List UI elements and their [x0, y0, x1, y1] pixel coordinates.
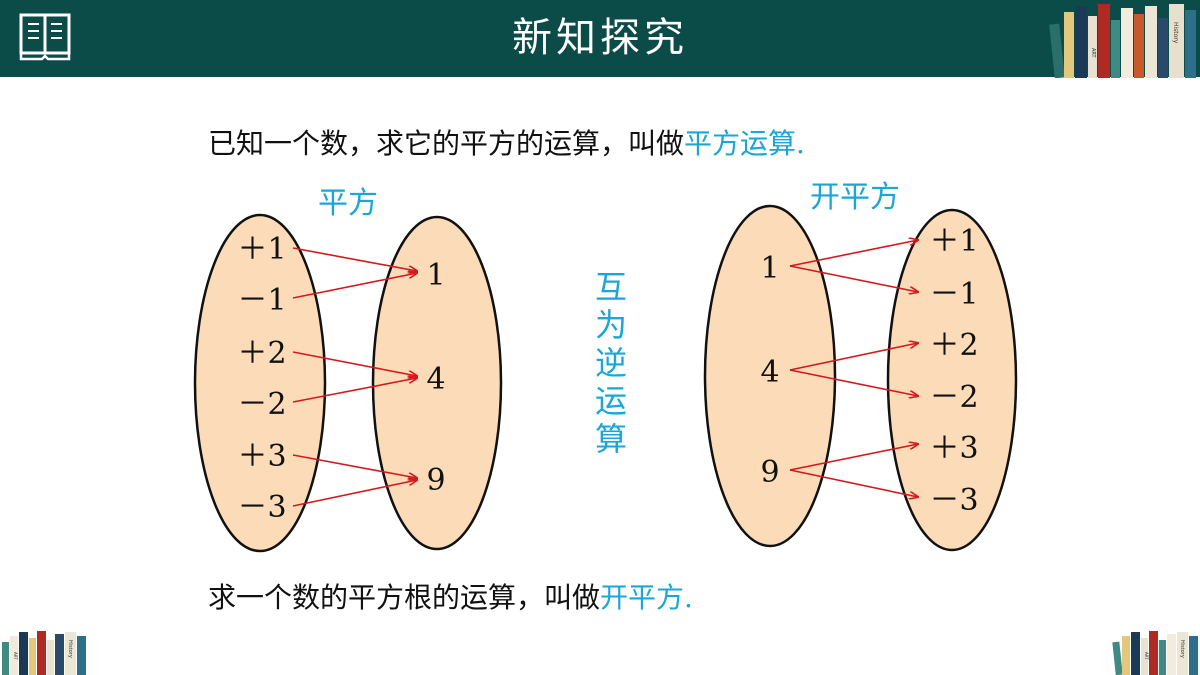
- arrow-1-to-plus1: [789, 240, 918, 267]
- arrow-minus2-to-4: [292, 378, 417, 403]
- term-square-operation: 平方运算.: [684, 127, 805, 160]
- right-domain-ellipse: [703, 204, 837, 548]
- right-domain-item: 9: [760, 455, 779, 490]
- arrow-minus1-to-1: [292, 273, 417, 299]
- arrow-9-to-minus3: [789, 469, 918, 497]
- spine-text-art: ART: [13, 652, 18, 660]
- bookshelf-decoration-bottom-right: ART History: [1112, 631, 1198, 675]
- arrow-plus2-to-4: [292, 351, 417, 376]
- inverse-operations-label: 互为逆运算: [590, 270, 628, 460]
- left-range-item: 9: [426, 463, 445, 498]
- right-range-item: ＋2: [929, 328, 978, 363]
- right-range-ellipse: [886, 208, 1018, 552]
- statement-text: 求一个数的平方根的运算，叫做: [208, 581, 601, 614]
- left-range-item: 1: [426, 258, 445, 293]
- left-domain-item: ＋2: [237, 336, 286, 371]
- left-domain-item: ＋3: [237, 439, 286, 474]
- right-range-item: ＋3: [929, 431, 978, 466]
- page-title: 新知探究: [512, 15, 688, 61]
- arrow-minus3-to-9: [292, 480, 417, 507]
- left-domain-ellipse: [193, 213, 327, 553]
- spine-text-art: ART: [1090, 48, 1096, 59]
- arrow-4-to-plus2: [789, 343, 918, 371]
- statement-square-definition: 已知一个数，求它的平方的运算，叫做平方运算.: [208, 122, 805, 162]
- label-square-root: 开平方: [810, 180, 900, 215]
- spine-text-history: History: [67, 640, 73, 658]
- arrow-plus1-to-1: [292, 247, 417, 271]
- right-range-item: －3: [929, 483, 978, 518]
- statement-text: 已知一个数，求它的平方的运算，叫做: [208, 127, 685, 160]
- left-range-item: 4: [426, 362, 445, 397]
- spine-text-history: History: [1172, 22, 1179, 44]
- left-domain-item: －2: [237, 387, 286, 422]
- right-range-item: －1: [929, 277, 978, 312]
- arrow-plus3-to-9: [292, 454, 417, 478]
- header-bar: [0, 0, 1200, 77]
- left-range-ellipse: [371, 215, 503, 551]
- bookshelf-decoration-bottom-left: ART History: [2, 631, 86, 675]
- open-book-icon: [19, 13, 71, 61]
- left-domain-item: －1: [237, 283, 286, 318]
- left-domain-item: －3: [237, 490, 286, 525]
- right-domain-item: 4: [760, 355, 779, 390]
- bookshelf-decoration-top: ART History: [1049, 4, 1196, 78]
- spine-text-history: History: [1179, 640, 1185, 658]
- term-square-root-operation: 开平方.: [600, 581, 693, 614]
- arrow-9-to-plus3: [789, 444, 918, 471]
- arrow-1-to-minus1: [789, 265, 918, 292]
- statement-square-root-definition: 求一个数的平方根的运算，叫做开平方.: [208, 576, 693, 616]
- arrow-4-to-minus2: [789, 369, 918, 396]
- left-domain-item: ＋1: [237, 232, 286, 267]
- right-range-item: －2: [929, 380, 978, 415]
- right-range-item: ＋1: [929, 224, 978, 259]
- label-square: 平方: [318, 186, 378, 221]
- spine-text-art: ART: [1144, 652, 1149, 660]
- right-domain-item: 1: [760, 251, 779, 286]
